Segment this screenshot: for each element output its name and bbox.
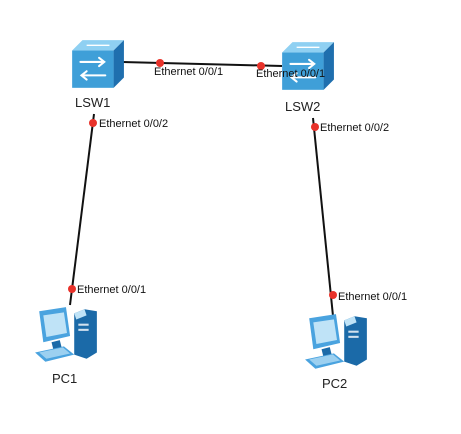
switch-lsw2[interactable]: LSW2 — [281, 41, 335, 114]
link-lsw1-lsw2[interactable] — [121, 61, 283, 67]
switch-icon — [281, 41, 335, 91]
port-label-lsw2-e002: Ethernet 0/0/2 — [320, 122, 389, 134]
port-dot-lsw2-e001 — [257, 62, 265, 70]
link-lsw1-pc1[interactable] — [69, 113, 95, 306]
port-label-lsw2-e001: Ethernet 0/0/1 — [256, 68, 325, 80]
node-label-pc1: PC1 — [52, 371, 77, 386]
node-label-pc2: PC2 — [322, 376, 347, 391]
pc-icon — [305, 314, 367, 369]
port-label-pc1-e001: Ethernet 0/0/1 — [77, 284, 146, 296]
port-dot-pc1-e001 — [68, 285, 76, 293]
port-dot-lsw1-e001 — [156, 59, 164, 67]
switch-icon — [71, 39, 125, 89]
port-label-pc2-e001: Ethernet 0/0/1 — [338, 291, 407, 303]
pc-icon — [35, 307, 97, 362]
switch-lsw1[interactable]: LSW1 — [71, 39, 125, 110]
port-dot-lsw2-e002 — [311, 123, 319, 131]
pc-pc1[interactable]: PC1 — [35, 307, 97, 386]
pc-pc2[interactable]: PC2 — [305, 314, 367, 391]
node-label-lsw2: LSW2 — [285, 99, 320, 114]
node-label-lsw1: LSW1 — [75, 95, 110, 110]
link-lsw2-pc2[interactable] — [312, 117, 334, 317]
port-label-lsw1-e002: Ethernet 0/0/2 — [99, 118, 168, 130]
port-label-lsw1-e001: Ethernet 0/0/1 — [154, 66, 223, 78]
port-dot-pc2-e001 — [329, 291, 337, 299]
port-dot-lsw1-e002 — [89, 119, 97, 127]
